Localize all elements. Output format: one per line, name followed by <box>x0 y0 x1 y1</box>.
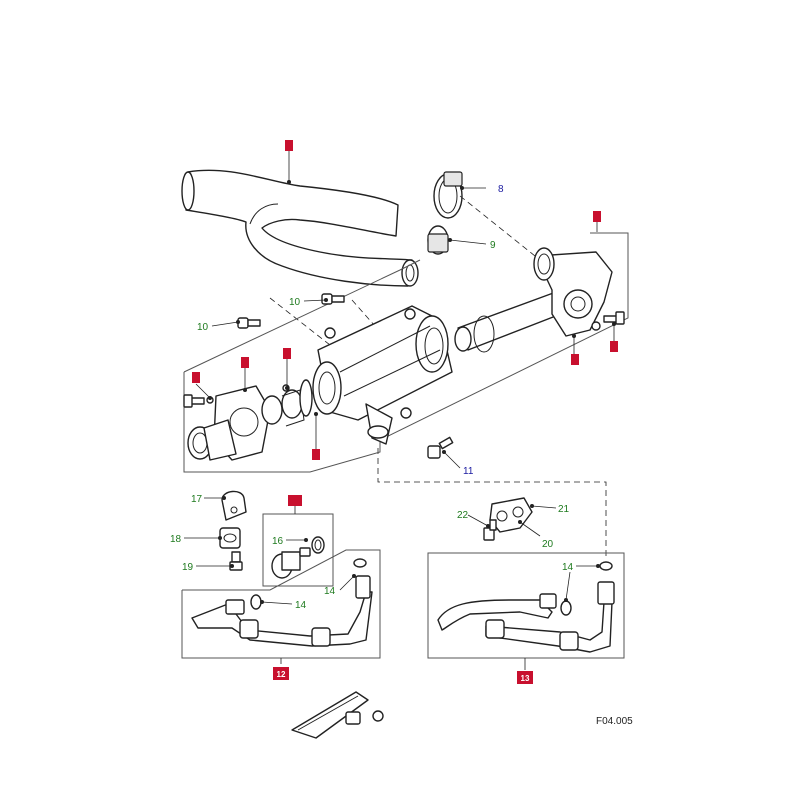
badge-9 <box>312 449 320 460</box>
pipe-assembly-right <box>437 561 615 653</box>
callout-18: 18 <box>170 534 182 545</box>
bolt-22 <box>483 519 497 541</box>
pipe-assembly-left-frame <box>181 549 381 659</box>
bolt-11 <box>427 436 454 459</box>
badge-3 <box>571 354 579 365</box>
badges: 12 13 <box>192 140 618 684</box>
callout-9: 9 <box>490 240 496 251</box>
callout-11: 11 <box>463 466 474 477</box>
badge-13: 13 <box>517 671 533 684</box>
bolt-10-b <box>237 317 261 329</box>
badge-2 <box>593 211 601 222</box>
ref-line-bolt <box>351 299 383 335</box>
badge-4 <box>610 341 618 352</box>
partial-component-bottom <box>291 691 384 739</box>
ref-line-clamp <box>459 195 561 277</box>
adaptor-kit-frame <box>262 513 334 587</box>
callout-14b: 14 <box>295 600 307 611</box>
callout-14c: 14 <box>562 562 574 573</box>
adaptor-16 <box>271 536 325 579</box>
svg-text:12: 12 <box>277 670 286 679</box>
callout-22: 22 <box>457 510 469 521</box>
callout-17: 17 <box>191 494 203 505</box>
hose-clamp-9 <box>427 225 449 255</box>
callout-14a: 14 <box>324 586 336 597</box>
pipe-clip-17 <box>221 490 247 521</box>
pipe-assembly-right-frame <box>427 552 625 659</box>
badge-15 <box>288 495 302 506</box>
pipe-assembly-left <box>191 558 373 647</box>
thermostat-housing <box>312 305 453 445</box>
badge-6 <box>241 357 249 368</box>
callout-21: 21 <box>558 504 570 515</box>
outlet-elbow <box>533 247 613 337</box>
housing-outlet-left <box>187 385 271 461</box>
badge-5 <box>192 372 200 383</box>
badge-1 <box>285 140 293 151</box>
ref-line-pipe <box>377 448 607 560</box>
svg-text:13: 13 <box>521 674 530 683</box>
callout-8: 8 <box>498 184 504 195</box>
callout-19: 19 <box>182 562 194 573</box>
hose-clamp-8 <box>433 171 463 219</box>
callout-10b: 10 <box>197 322 209 333</box>
callout-labels: 8 9 10 10 11 14 14 14 16 17 18 19 20 21 … <box>170 184 574 611</box>
callout-20: 20 <box>542 539 554 550</box>
thermostat <box>261 379 313 427</box>
ref-line-hose <box>269 297 331 346</box>
leader-lines <box>184 150 616 670</box>
badge-7 <box>283 348 291 359</box>
outlet-bolt <box>591 311 625 331</box>
coolant-pipe <box>454 291 567 353</box>
assembly-frame <box>183 232 629 473</box>
figure-reference: F04.005 <box>596 716 633 727</box>
callout-16: 16 <box>272 536 284 547</box>
radiator-hose <box>181 169 419 287</box>
spacer-18 <box>219 527 241 549</box>
callout-10: 10 <box>289 297 301 308</box>
badge-12: 12 <box>273 667 289 680</box>
